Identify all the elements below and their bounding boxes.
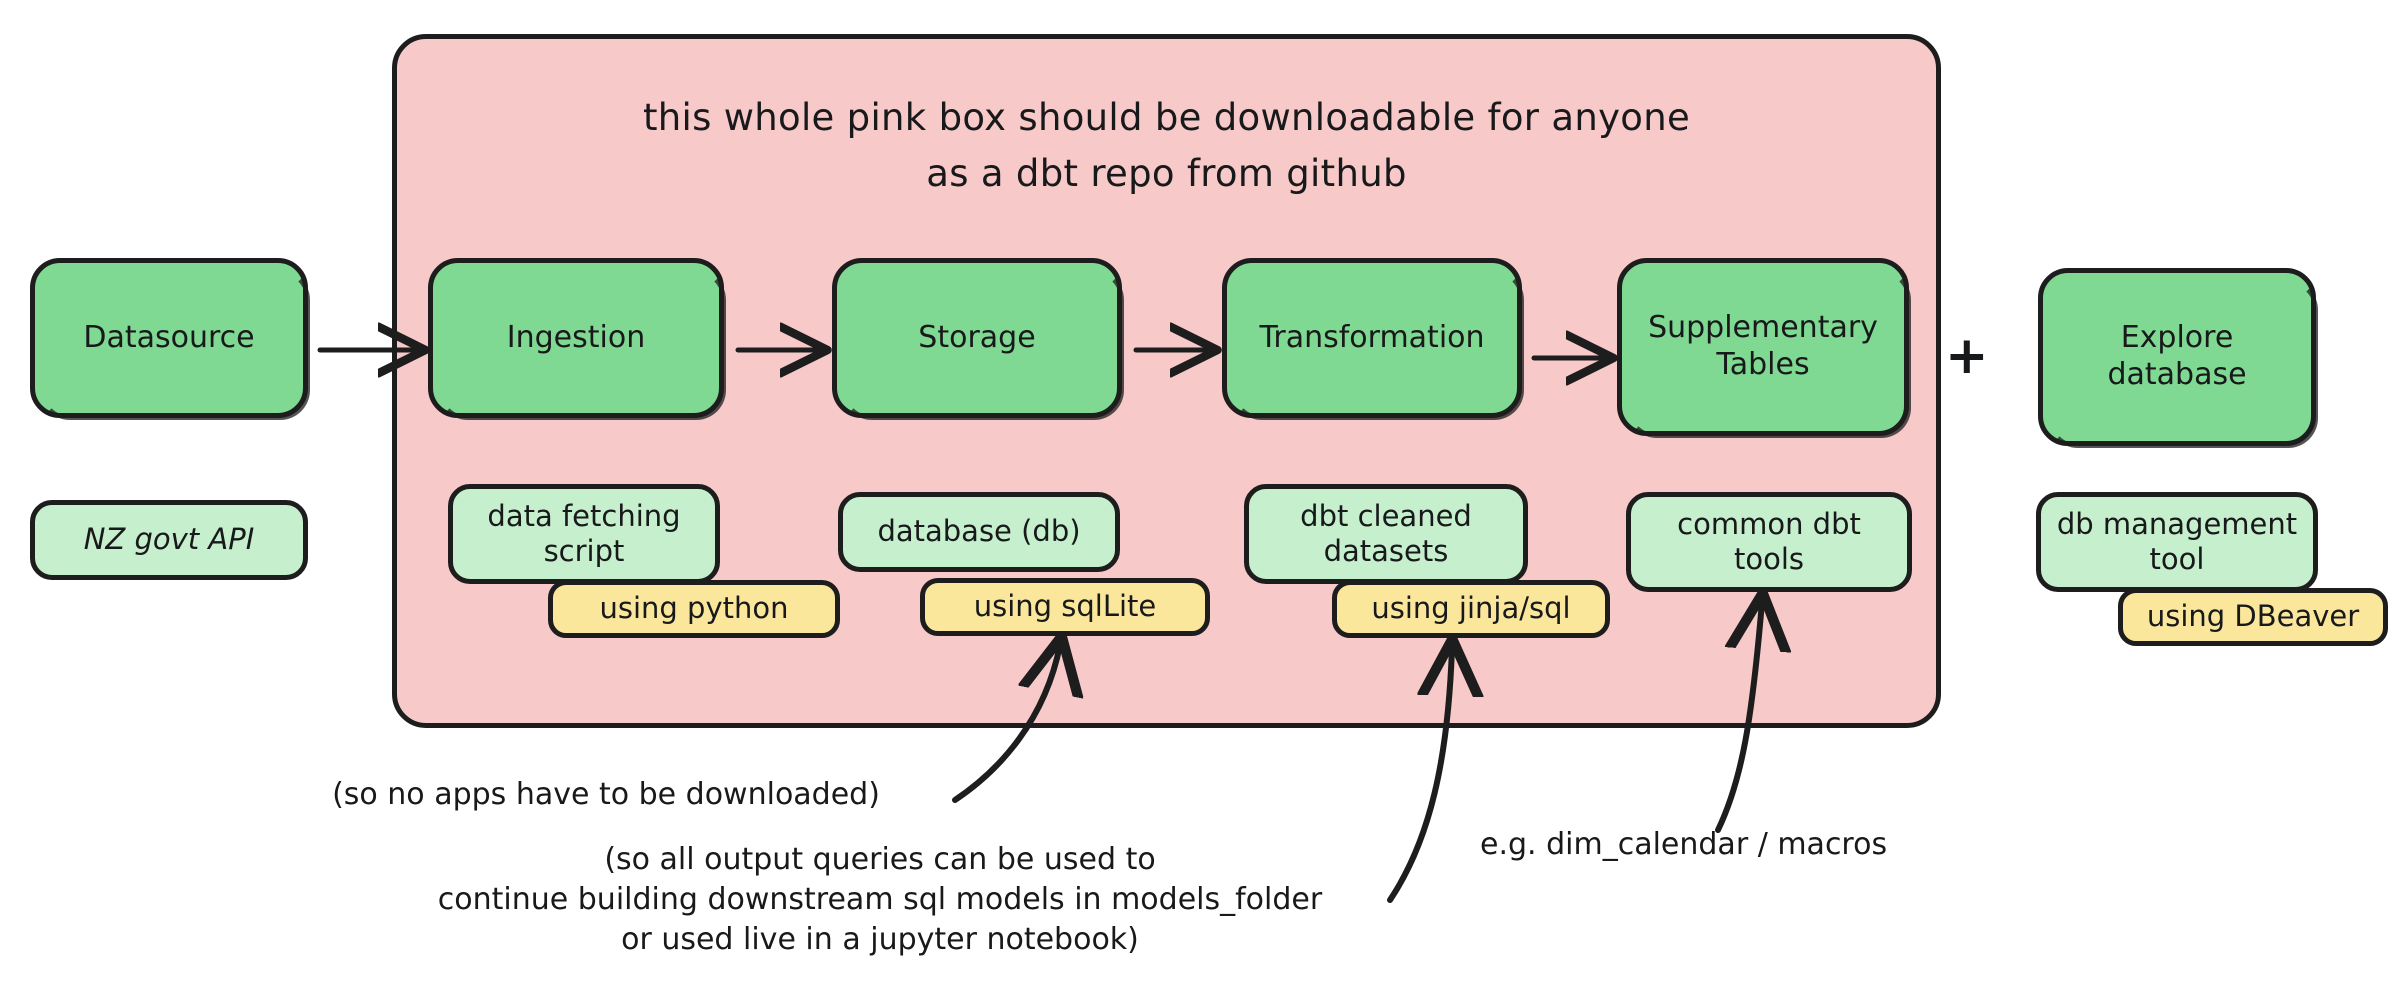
- detail-node-common-dbt-tools[interactable]: common dbt tools: [1626, 492, 1912, 592]
- node-label: Explore database: [2107, 320, 2247, 392]
- node-label: Storage: [918, 319, 1036, 355]
- detail-label: data fetching script: [487, 498, 681, 568]
- pipeline-node-transformation[interactable]: Transformation: [1222, 258, 1524, 420]
- detail-node-data-fetching-script[interactable]: data fetching script: [448, 484, 720, 584]
- pipeline-node-supplementary-tables[interactable]: Supplementary Tables: [1617, 258, 1911, 438]
- node-explore-database[interactable]: Explore database: [2038, 268, 2318, 448]
- tag-using-python[interactable]: using python: [548, 580, 840, 638]
- detail-node-dbt-cleaned-datasets[interactable]: dbt cleaned datasets: [1244, 484, 1528, 584]
- detail-node-db-management-tool[interactable]: db management tool: [2036, 492, 2318, 592]
- pipeline-node-datasource[interactable]: Datasource: [30, 258, 310, 420]
- detail-label: common dbt tools: [1677, 506, 1861, 576]
- detail-label: NZ govt API: [83, 522, 255, 557]
- annotation-examples: e.g. dim_calendar / macros: [1480, 827, 1888, 862]
- annotation-output-queries: (so all output queries can be used to co…: [437, 842, 1323, 957]
- pipeline-node-ingestion[interactable]: Ingestion: [428, 258, 726, 420]
- plus-separator: +: [1945, 326, 1989, 386]
- annotation-no-apps: (so no apps have to be downloaded): [332, 777, 880, 812]
- node-label: Ingestion: [506, 319, 646, 355]
- tag-label: using sqlLite: [973, 589, 1157, 624]
- tag-label: using DBeaver: [2146, 599, 2360, 634]
- node-label: Datasource: [83, 319, 255, 355]
- tag-using-dbeaver[interactable]: using DBeaver: [2118, 588, 2388, 646]
- tag-label: using python: [599, 591, 789, 626]
- tag-using-sqlite[interactable]: using sqlLite: [920, 578, 1210, 636]
- detail-label: db management tool: [2056, 506, 2298, 576]
- pink-container-title: this whole pink box should be downloadab…: [642, 96, 1691, 195]
- node-label: Supplementary Tables: [1648, 310, 1878, 382]
- detail-label: dbt cleaned datasets: [1300, 498, 1472, 568]
- detail-node-nz-govt-api[interactable]: NZ govt API: [30, 500, 308, 580]
- node-label: Transformation: [1259, 319, 1485, 355]
- tag-using-jinja-sql[interactable]: using jinja/sql: [1332, 580, 1610, 638]
- tag-label: using jinja/sql: [1371, 591, 1571, 626]
- pipeline-node-storage[interactable]: Storage: [832, 258, 1124, 420]
- detail-label: database (db): [877, 514, 1081, 549]
- detail-node-database-db[interactable]: database (db): [838, 492, 1120, 572]
